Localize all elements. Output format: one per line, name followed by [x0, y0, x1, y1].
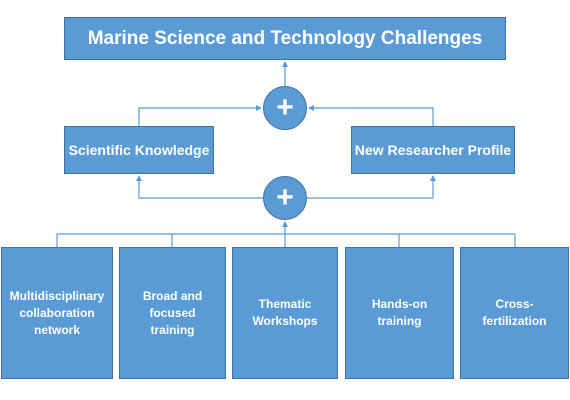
bottom-item-broad-training: Broad and focused training [119, 247, 226, 379]
plus-bottom-node: + [263, 176, 307, 220]
title-label: Marine Science and Technology Challenges [87, 27, 483, 49]
new-researcher-profile-label: New Researcher Profile [354, 142, 512, 158]
bottom-item-cross-fertilization: Cross-fertilization [460, 247, 569, 379]
bottom-item-label: Cross-fertilization [482, 297, 547, 328]
scientific-knowledge-label: Scientific Knowledge [68, 142, 210, 158]
new-researcher-profile-box: New Researcher Profile [351, 126, 515, 174]
bottom-item-label: Broad and focused training [142, 288, 203, 337]
arrow-plus-bottom-to-right [307, 175, 436, 199]
bottom-item-label: Multidisciplinary collaboration network [9, 288, 105, 337]
bottom-item-multidisciplinary: Multidisciplinary collaboration network [1, 247, 113, 379]
arrow-left-to-plus-top [138, 105, 262, 126]
bottom-item-label: Thematic Workshops [252, 297, 318, 328]
plus-top-icon: + [276, 91, 294, 124]
bottom-item-label: Hands-on training [371, 297, 428, 328]
scientific-knowledge-box: Scientific Knowledge [64, 126, 214, 174]
title-box: Marine Science and Technology Challenges [64, 17, 506, 60]
plus-top-node: + [263, 86, 307, 130]
bottom-item-thematic-workshops: Thematic Workshops [232, 247, 338, 379]
plus-bottom-icon: + [276, 181, 294, 214]
arrow-right-to-plus-top [308, 105, 434, 126]
arrow-plus-bottom-to-left [136, 175, 263, 199]
bottom-item-hands-on: Hands-on training [345, 247, 454, 379]
